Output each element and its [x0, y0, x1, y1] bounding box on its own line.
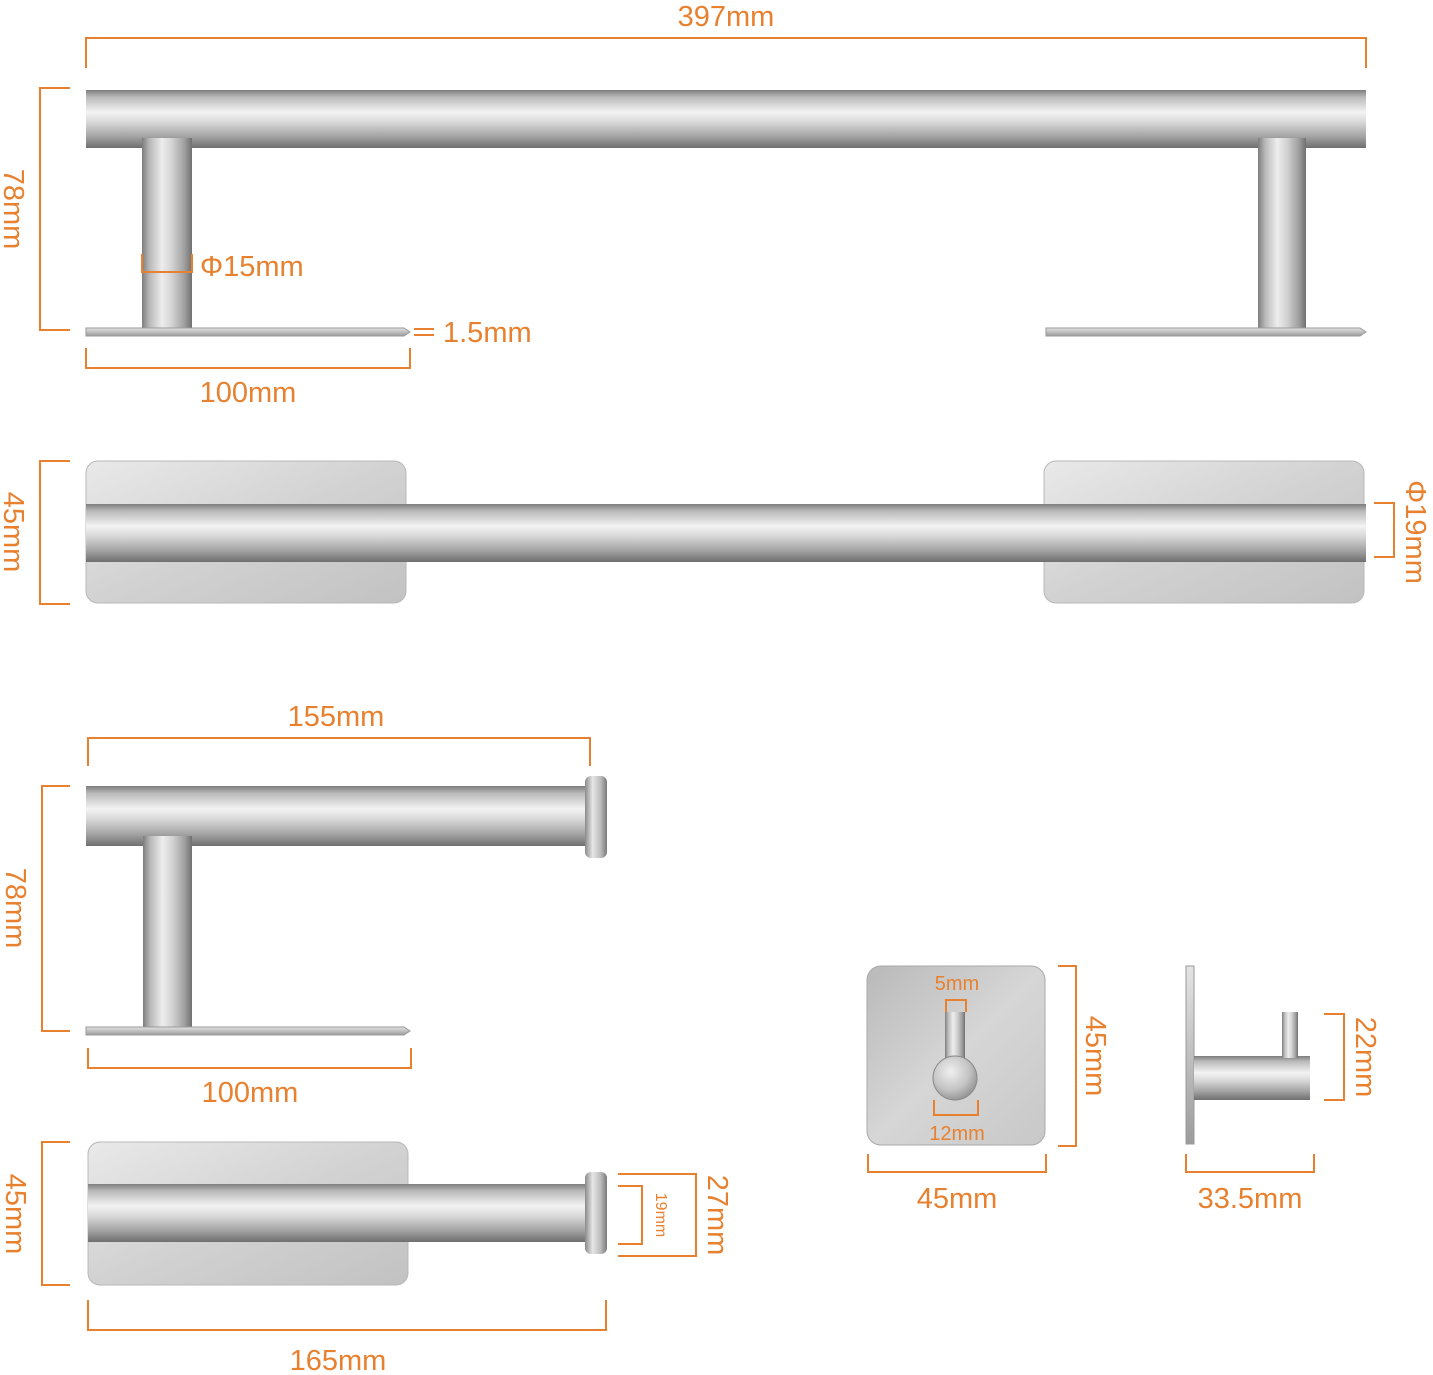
dim-towel-bar-plate-length: 100mm [85, 348, 411, 409]
dim-hook-knob-diameter: 12mm [929, 1100, 985, 1145]
dim-towel-bar-post-diameter: Φ15mm [141, 251, 304, 283]
dim-paper-holder-rod-diameter: 19mm [618, 1185, 669, 1245]
paper-holder-post [143, 836, 192, 1029]
dim-label-towel-bar-plate-thickness: 1.5mm [443, 317, 532, 349]
towel-bar-post-right [1258, 138, 1306, 330]
dim-paper-holder-cap-diameter: 27mm [618, 1173, 733, 1257]
dim-towel-bar-height: 78mm [0, 87, 70, 331]
dim-label-hook-height: 22mm [1349, 1017, 1381, 1098]
towel-bar-rod [86, 90, 1366, 148]
dim-hook-height: 22mm [1324, 1013, 1381, 1101]
dim-hook-plate-height: 45mm [1058, 965, 1111, 1147]
dim-hook-projection: 33.5mm [1185, 1154, 1315, 1215]
paper-holder-base-plate [85, 1026, 411, 1036]
dim-towel-bar-bar-diameter: Φ19mm [1374, 480, 1431, 584]
dim-label-paper-holder-depth: 45mm [0, 1174, 31, 1255]
towel-bar-base-plate-left [85, 327, 411, 337]
dim-label-towel-bar-bar-diameter: Φ19mm [1399, 480, 1431, 584]
dim-label-hook-knob-diameter: 12mm [929, 1123, 985, 1145]
dim-paper-holder-depth: 45mm [0, 1141, 70, 1286]
dim-label-hook-plate-height: 45mm [1079, 1016, 1111, 1097]
dim-paper-holder-overall-length: 165mm [87, 1300, 607, 1375]
dim-label-paper-holder-rod-diameter: 19mm [652, 1193, 669, 1237]
dim-towel-bar-overall-length: 397mm [85, 1, 1367, 68]
towel-bar-top-rod [86, 504, 1366, 562]
hook-side-plate [1185, 965, 1195, 1145]
dim-label-hook-projection: 33.5mm [1198, 1183, 1303, 1215]
paper-holder-top-cap [585, 1172, 607, 1254]
dim-label-hook-plate-width: 45mm [917, 1183, 998, 1215]
dim-towel-bar-plate-thickness: 1.5mm [414, 317, 532, 349]
towel-bar-post-left [142, 138, 192, 330]
hook-front-view [866, 965, 1046, 1146]
dim-label-hook-pin-diameter: 5mm [935, 973, 979, 995]
dim-label-towel-bar-overall-length: 397mm [678, 1, 775, 33]
dim-label-paper-holder-length: 155mm [288, 701, 385, 733]
dim-label-paper-holder-height: 78mm [0, 868, 31, 949]
paper-holder-top-rod [88, 1184, 586, 1242]
dim-towel-bar-depth: 45mm [0, 460, 70, 605]
towel-bar-front-view [85, 90, 1367, 337]
dim-label-paper-holder-plate-length: 100mm [202, 1077, 299, 1109]
hook-side-view [1185, 965, 1310, 1145]
hook-side-pin [1282, 1012, 1298, 1058]
dim-label-towel-bar-depth: 45mm [0, 492, 29, 573]
dim-label-towel-bar-plate-length: 100mm [200, 377, 297, 409]
dim-label-paper-holder-overall-length: 165mm [290, 1345, 387, 1375]
paper-holder-top-view [87, 1141, 607, 1286]
towel-bar-top-view [85, 460, 1366, 604]
hook-side-arm [1194, 1056, 1310, 1100]
dim-paper-holder-length: 155mm [87, 701, 591, 766]
paper-holder-front-view [85, 776, 607, 1036]
dim-label-towel-bar-height: 78mm [0, 169, 29, 250]
dim-label-towel-bar-post-diameter: Φ15mm [200, 251, 304, 283]
towel-bar-base-plate-right [1045, 327, 1367, 337]
hook-knob [932, 1055, 978, 1101]
paper-holder-end-cap [585, 776, 607, 858]
dim-hook-plate-width: 45mm [867, 1154, 1047, 1215]
dim-hook-pin-diameter: 5mm [935, 973, 979, 1012]
dim-paper-holder-height: 78mm [0, 785, 70, 1032]
dim-label-paper-holder-cap-diameter: 27mm [701, 1175, 733, 1256]
dim-paper-holder-plate-length: 100mm [87, 1048, 412, 1109]
